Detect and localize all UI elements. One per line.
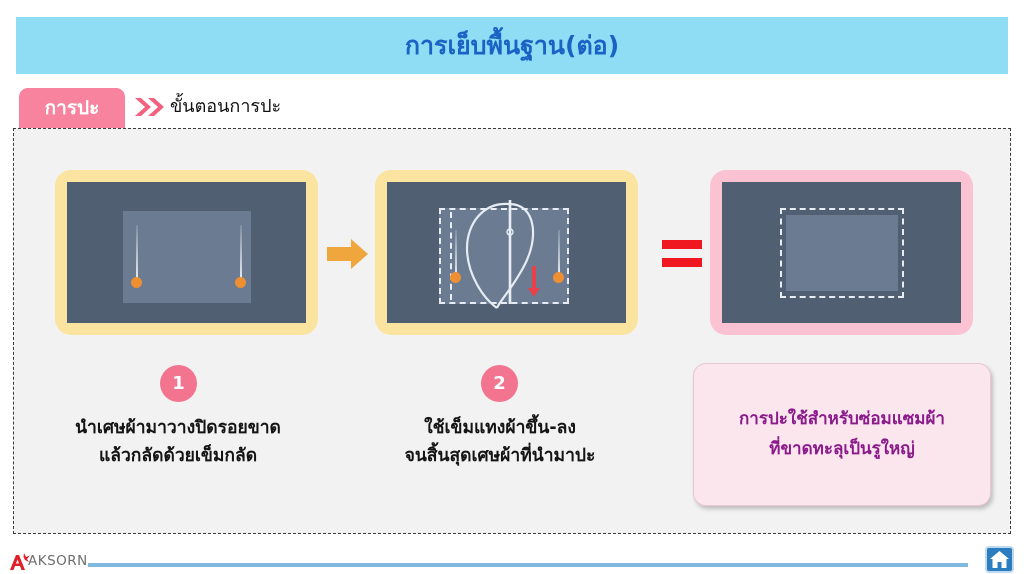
panel-2-pin-head-right [553, 272, 564, 283]
step-caption-1-line1: นำเศษผ้ามาวางปิดรอยขาด [75, 418, 281, 438]
note-line1: การปะใช้สำหรับซ่อมแซมผ้า [739, 409, 945, 429]
panel-2-stitch-inner-left [450, 212, 452, 300]
note-text: การปะใช้สำหรับซ่อมแซมผ้า ที่ขาดทะลุเป็นร… [694, 404, 990, 464]
diagram-panel-3 [710, 170, 973, 335]
section-heading: ขั้นตอนการปะ [170, 96, 282, 117]
panel-2-thread-and-needle [465, 200, 535, 309]
home-icon [990, 551, 1009, 568]
panel-1-pin-shaft-left [136, 225, 138, 281]
panel-2-patch [439, 208, 569, 304]
right-arrow-icon [327, 238, 369, 270]
home-button[interactable] [985, 546, 1014, 573]
aksorn-a-logo-icon [7, 552, 137, 572]
panel-1-pin-head-right [235, 277, 246, 288]
header-bar: การเย็บพื้นฐาน(ต่อ) [16, 17, 1008, 74]
step-caption-1-line2: แล้วกลัดด้วยเข็มกลัด [98, 446, 258, 466]
footer-logo-text: AKSORN [28, 553, 88, 569]
section-badge: การปะ [19, 88, 125, 128]
panel-3-cloth [722, 182, 961, 323]
diagram-panel-2 [375, 170, 638, 335]
footer-rule [88, 563, 968, 567]
note-line2: ที่ขาดทะลุเป็นรูใหญ่ [769, 439, 915, 459]
panel-1-pin-shaft-right [240, 225, 242, 281]
panel-1-patch [123, 211, 251, 303]
step-number-2: 2 [481, 365, 518, 402]
panel-1-pin-head-left [131, 277, 142, 288]
step-caption-1: นำเศษผ้ามาวางปิดรอยขาด แล้วกลัดด้วยเข็มก… [28, 414, 328, 470]
panel-2-cloth [387, 182, 626, 323]
panel-3-patch [786, 215, 898, 291]
double-chevron-right-icon [134, 96, 166, 118]
step-caption-2-line2: จนสิ้นสุดเศษผ้าที่นำมาปะ [404, 446, 596, 466]
step-caption-2: ใช้เข็มแทงผ้าขึ้น-ลง จนสิ้นสุดเศษผ้าที่น… [350, 414, 650, 470]
diagram-panel-1 [55, 170, 318, 335]
panel-2-stitch-outline [439, 208, 569, 304]
equals-bar-top [662, 240, 702, 249]
panel-2-pin-shaft-right [558, 230, 560, 276]
step-number-1: 1 [160, 365, 197, 402]
panel-2-pin-shaft-left [455, 230, 457, 276]
equals-bar-bottom [662, 258, 702, 267]
equals-icon [662, 240, 702, 268]
note-box: การปะใช้สำหรับซ่อมแซมผ้า ที่ขาดทะลุเป็นร… [693, 363, 991, 506]
panel-2-pin-head-left [450, 272, 461, 283]
step-caption-2-line1: ใช้เข็มแทงผ้าขึ้น-ลง [424, 418, 576, 438]
page-title: การเย็บพื้นฐาน(ต่อ) [404, 31, 620, 60]
panel-1-cloth [67, 182, 306, 323]
panel-3-stitch-outline [780, 208, 904, 298]
panel-2-down-arrow-icon [528, 266, 540, 297]
